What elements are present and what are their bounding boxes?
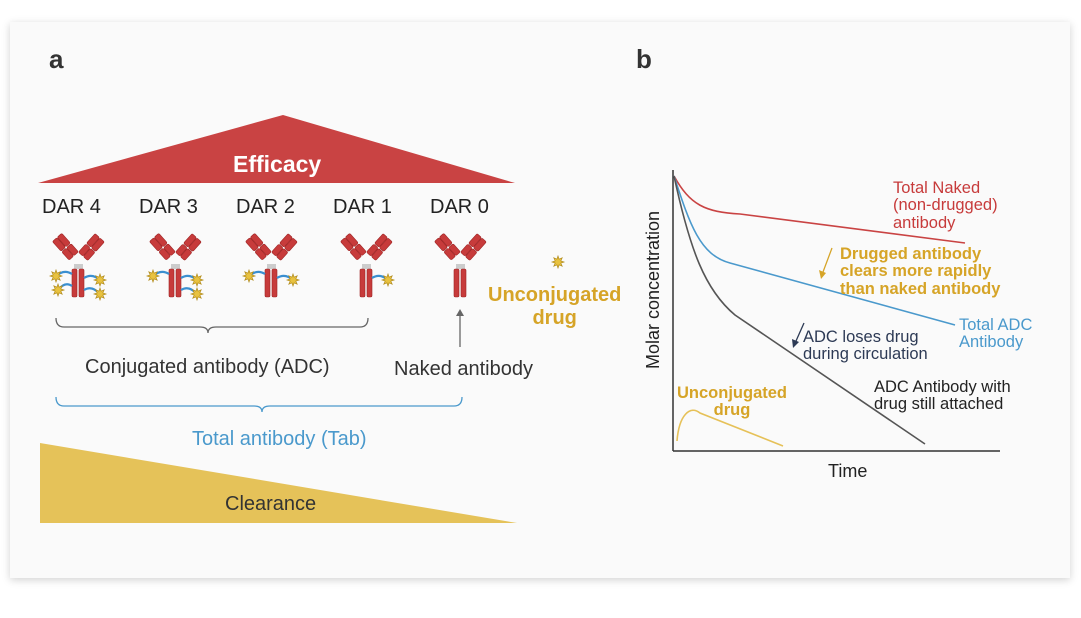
total-adc-label: Total ADC Antibody: [959, 316, 1033, 352]
total-bracket: [55, 396, 463, 413]
unconjugated-drug-icon: [550, 254, 566, 270]
drugged-arrow: [819, 247, 833, 279]
conjugated-label: Conjugated antibody (ADC): [85, 356, 330, 378]
adc-attached-curve: [673, 175, 926, 445]
chart-axes: [672, 170, 1000, 452]
antibody-dar-2: [241, 233, 301, 298]
clearance-triangle: [40, 443, 517, 523]
dar-label-4: DAR 4: [42, 196, 101, 218]
antibody-dar-1: [340, 233, 396, 298]
total-naked-label: Total Naked (non-drugged) antibody: [893, 179, 998, 232]
dar-label-0: DAR 0: [430, 196, 489, 218]
efficacy-label: Efficacy: [233, 151, 322, 177]
naked-arrow: [456, 309, 464, 347]
panel-label-a: a: [49, 44, 64, 74]
dar-label-1: DAR 1: [333, 196, 392, 218]
total-naked-curve: [673, 175, 966, 244]
total-antibody-label: Total antibody (Tab): [192, 428, 367, 450]
panel-label-b: b: [636, 44, 652, 74]
adc-loses-label: ADC loses drug during circulation: [803, 328, 928, 364]
total-adc-curve: [673, 175, 956, 326]
x-axis-label: Time: [828, 461, 868, 481]
unconjugated-drug-label: Unconjugated drug: [488, 284, 622, 329]
antibody-dar-0: [434, 233, 487, 298]
antibody-dar-3: [145, 233, 205, 302]
drugged-clears-label: Drugged antibody clears more rapidly tha…: [840, 245, 1001, 298]
y-axis-label: Molar concentration: [643, 210, 664, 370]
adc-attached-label: ADC Antibody with drug still attached: [874, 378, 1011, 414]
dar-label-2: DAR 2: [236, 196, 295, 218]
antibody-icons: [48, 233, 487, 302]
adc-loses-arrow: [792, 322, 805, 348]
unconjugated-curve: [676, 409, 784, 447]
clearance-label: Clearance: [225, 493, 317, 515]
antibody-dar-4: [48, 233, 108, 302]
efficacy-triangle: [38, 115, 515, 183]
unconjugated-chart-label: Unconjugated drug: [677, 384, 787, 420]
conjugated-bracket: [55, 317, 369, 334]
naked-label: Naked antibody: [394, 358, 533, 380]
dar-label-3: DAR 3: [139, 196, 198, 218]
